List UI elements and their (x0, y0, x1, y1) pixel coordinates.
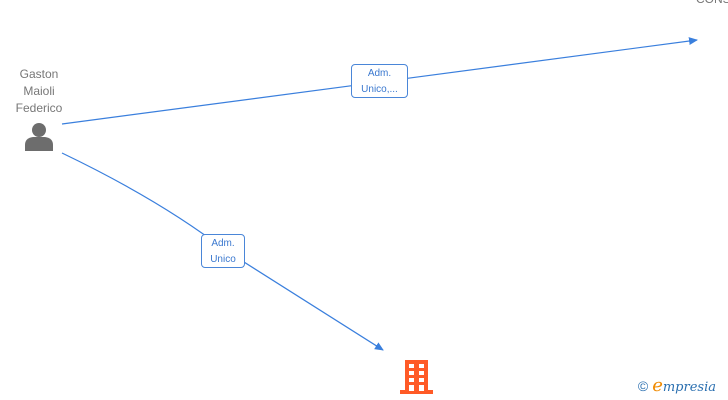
company-top-right-label[interactable]: CONS (696, 0, 728, 8)
edge-label-line: Adm. (367, 68, 392, 79)
footer-brand: © empresia (638, 375, 716, 396)
edge-label-adm-unico-2[interactable]: Adm. Unico (201, 234, 245, 268)
person-name-line: Gaston (19, 67, 59, 81)
logo-initial: e (652, 375, 663, 396)
copyright-icon: © (637, 377, 649, 394)
person-icon[interactable] (24, 121, 54, 151)
person-name-line: Federico (15, 101, 63, 115)
edge-label-line: Adm. (211, 238, 235, 249)
edge-label-line: Unico (210, 254, 236, 265)
person-name-line: Maioli (23, 84, 55, 98)
empresia-logo: empresia (652, 375, 716, 396)
person-name-label[interactable]: Gaston Maioli Federico (4, 66, 74, 117)
edge-label-adm-unico-1[interactable]: Adm. Unico,... (351, 64, 408, 98)
edge-label-line: Unico,... (361, 84, 398, 95)
logo-text: mpresia (662, 380, 716, 395)
building-icon[interactable] (400, 360, 433, 394)
